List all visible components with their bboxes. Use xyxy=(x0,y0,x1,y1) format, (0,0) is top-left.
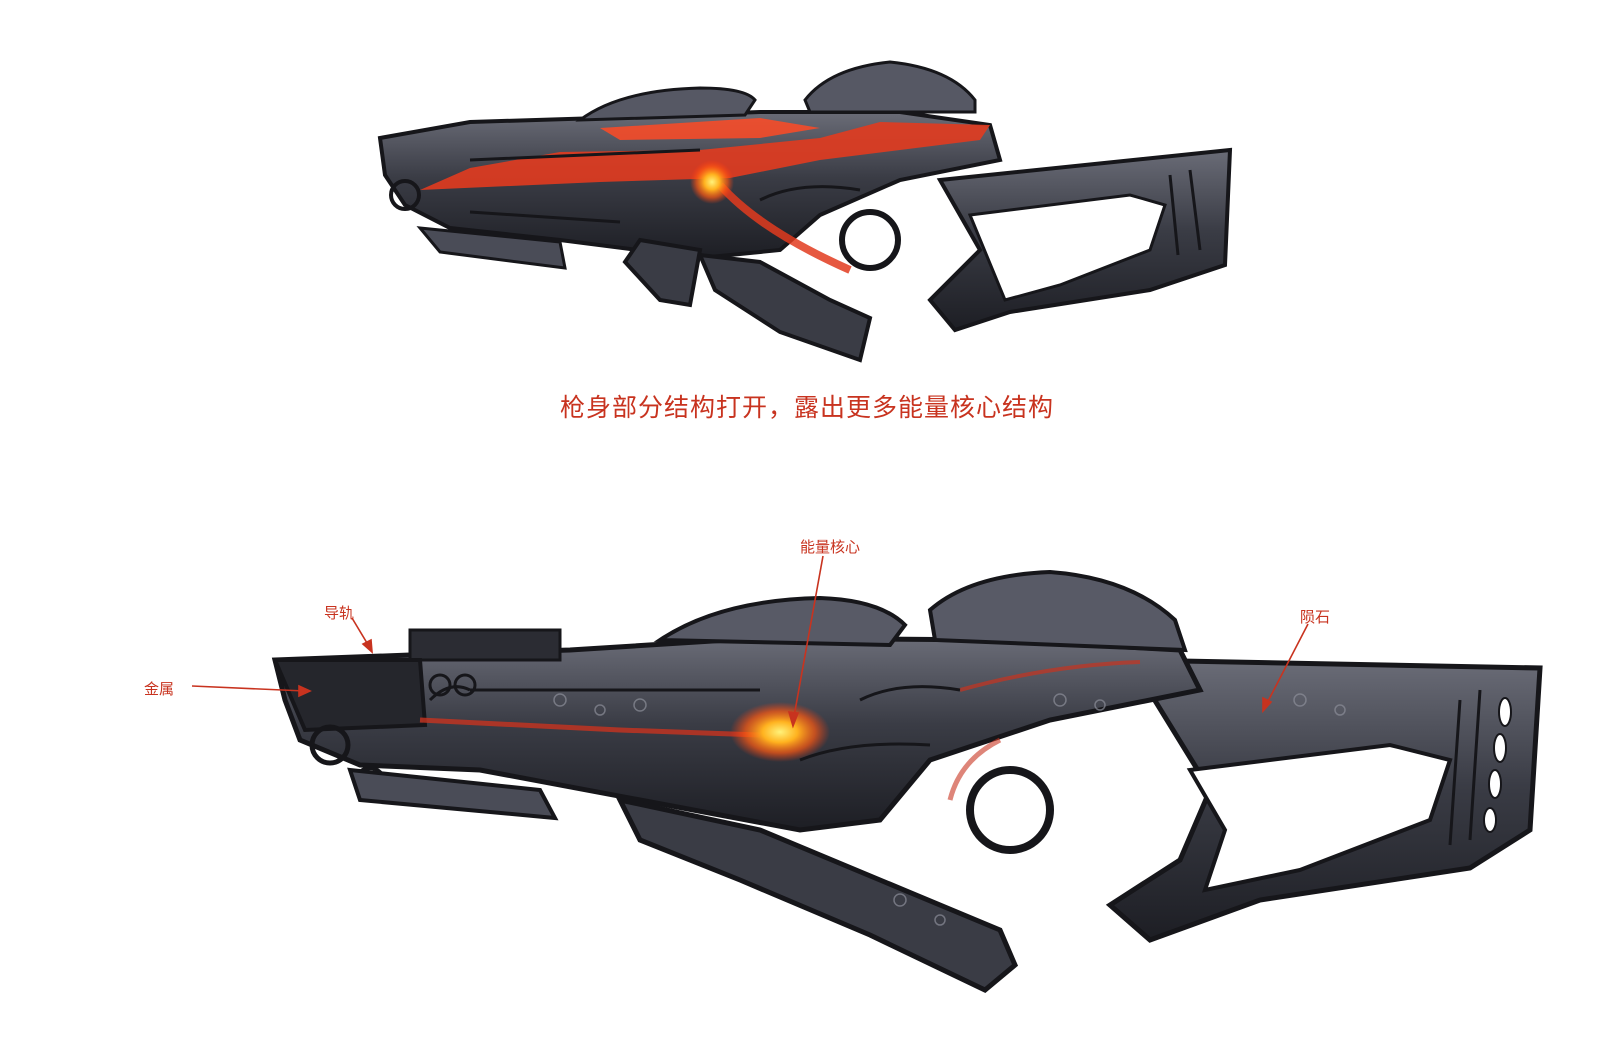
gun-bottom-lower-rail xyxy=(347,767,559,821)
gun-top-energy-curve xyxy=(717,182,852,274)
gun-top-trigger-ring xyxy=(839,209,901,271)
gun-top-grip xyxy=(622,237,703,308)
gun-top-lower-barrel xyxy=(416,226,567,270)
gun-bottom-surface-texture xyxy=(553,693,1346,926)
gun-bottom-energy-line xyxy=(419,717,761,738)
gun-bottom-scope-a xyxy=(653,595,908,648)
gun-top-magazine xyxy=(696,252,873,363)
gun-bottom-scope-b xyxy=(927,569,1188,653)
gun-top-scope-b xyxy=(803,60,977,114)
gun-top-energy-channel xyxy=(420,122,990,190)
label-rail: 导轨 xyxy=(324,604,355,622)
gun-bottom-muzzle-ring xyxy=(309,724,351,766)
gun-top-detail-strokes xyxy=(469,148,1202,256)
arrow-metal xyxy=(191,685,306,692)
arrow-energy-core xyxy=(792,555,824,723)
gun-bottom-energy-line-3 xyxy=(947,737,1002,801)
gun-bottom-stock-vents xyxy=(1483,697,1512,833)
gun-top-stock-hole xyxy=(967,193,1167,302)
arrow-meteorite xyxy=(1264,623,1309,708)
gun-top-muzzle-ring xyxy=(389,179,421,211)
label-meteorite: 陨石 xyxy=(1300,608,1331,626)
gun-bottom-rail-block xyxy=(408,628,562,662)
arrowhead-metal xyxy=(298,684,312,698)
caption-text: 枪身部分结构打开，露出更多能量核心结构 xyxy=(560,393,1055,422)
gun-bottom-muzzle xyxy=(271,658,428,733)
arrowhead-rail xyxy=(361,638,373,654)
gun-bottom-detail-strokes xyxy=(428,673,1482,846)
gun-bottom-stock-hole xyxy=(1186,742,1453,893)
label-metal: 金属 xyxy=(144,680,175,698)
arrowhead-meteorite xyxy=(1262,696,1273,714)
gun-top-energy-channel-2 xyxy=(600,118,820,140)
gun-bottom-core-glow xyxy=(730,702,830,762)
gun-sketch-open xyxy=(377,60,1233,363)
gun-top-core-glow xyxy=(690,160,734,204)
annotation-arrows xyxy=(191,555,1309,729)
gun-bottom-energy-line-2 xyxy=(959,660,1141,692)
label-energy-core: 能量核心 xyxy=(800,538,861,556)
gun-top-scope-a xyxy=(575,86,757,122)
gun-sketch-closed xyxy=(271,569,1543,993)
gun-bottom-magazine xyxy=(615,796,1019,993)
gun-bottom-trigger-ring xyxy=(966,766,1054,854)
arrowhead-energy-core xyxy=(787,711,800,729)
